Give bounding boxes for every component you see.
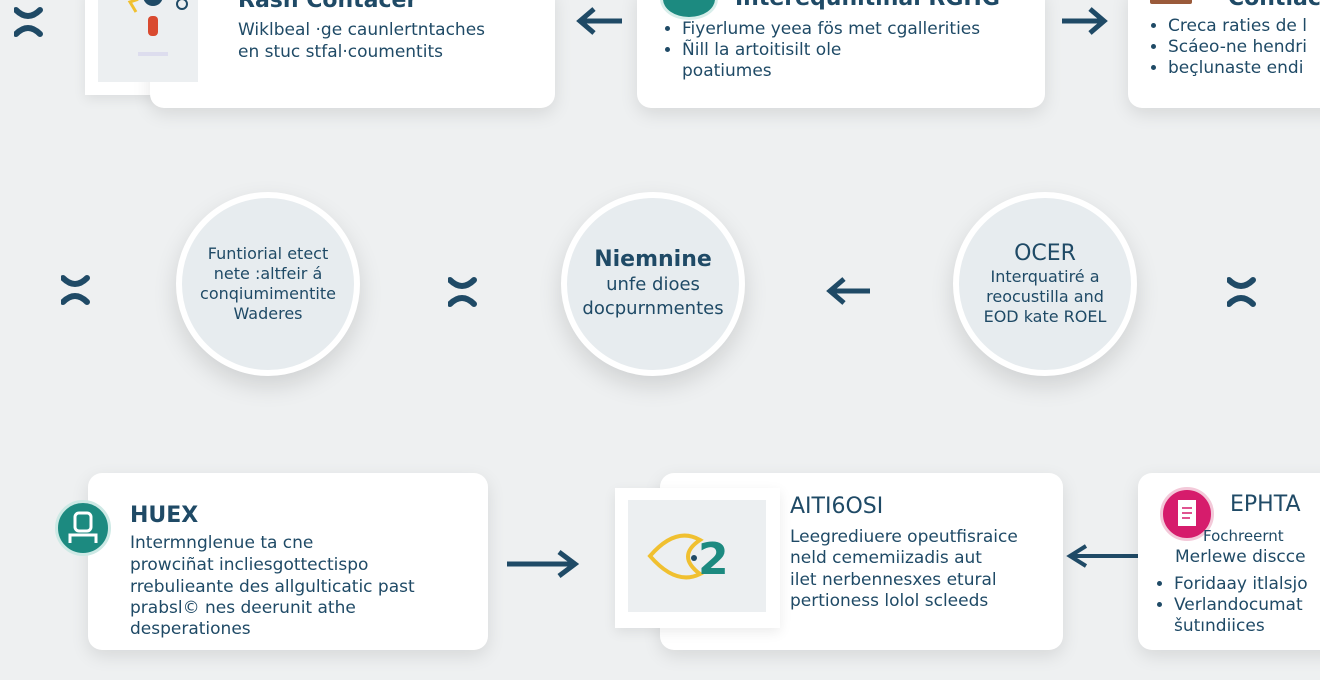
idea-person-icon	[127, 0, 188, 56]
clipboard-icon	[1160, 487, 1214, 541]
connector-icon	[61, 274, 91, 306]
card-text-line: Fochreernt	[1203, 527, 1284, 545]
circle-text: unfe dioes	[606, 274, 700, 295]
circle-text: Funtiorial etect	[207, 244, 329, 263]
step-circle-1[interactable]: Funtiorial etect nete :altfeir á conqium…	[176, 192, 360, 376]
card-bullets: Creca raties de l Scáeo-ne hendri beçlun…	[1152, 16, 1307, 79]
person-icon	[55, 500, 111, 556]
arrow-right-icon	[1062, 7, 1108, 35]
card-text-line: neld cememiizadis aut	[790, 548, 982, 568]
card-title: Contiac	[1228, 0, 1320, 11]
step-circle-3[interactable]: OCER Interquatiré a reocustilla and EOD …	[953, 192, 1137, 376]
bullet-item: beçlunaste endi	[1168, 58, 1307, 79]
card-illustration: 2	[628, 500, 766, 612]
bullet-item: Ñill la artoitisilt ole	[682, 40, 980, 61]
card-text-line: Intermnglenue ta cne	[130, 533, 314, 553]
card-bullets: Foridaay itlalsjo Verlandocumat šutındii…	[1158, 574, 1308, 637]
bullet-item: Creca raties de l	[1168, 16, 1307, 37]
bullet-item: Foridaay itlalsjo	[1174, 574, 1308, 595]
bullet-item: Scáeo-ne hendri	[1168, 37, 1307, 58]
card-rasn-contacer[interactable]	[150, 0, 555, 108]
card-contiac[interactable]	[1128, 0, 1320, 108]
card-text-line: rrebulieante des allgulticatic past	[130, 577, 415, 597]
card-text-line: Wiklbeal ·ge caunlertntaches	[238, 20, 486, 40]
circle-title: OCER	[1014, 241, 1076, 266]
card-text-line: Merlewe discce	[1175, 547, 1306, 567]
circle-text: reocustilla and	[986, 287, 1104, 306]
circle-title: Niemnine	[594, 247, 712, 272]
card-text-line: ilet nerbennesxes etural	[790, 570, 997, 590]
bullet-item: Verlandocumat	[1174, 595, 1308, 616]
circle-text: conqiumimentite	[200, 284, 336, 303]
eye-arrow-icon: 2	[647, 533, 729, 585]
card-text-line: desperationes	[130, 619, 251, 639]
circle-text: EOD kate ROEL	[983, 307, 1107, 326]
circle-text: Interquatiré a	[990, 267, 1100, 286]
connector-icon	[448, 276, 478, 308]
bullet-item: Fiyerlume yeea fös met cgallerities	[682, 19, 980, 40]
circle-text: docpurnmentes	[582, 298, 724, 319]
document-icon	[1150, 0, 1192, 4]
bullet-item: poatiumes	[682, 61, 772, 81]
circle-text: nete :altfeir á	[213, 264, 323, 283]
arrow-left-icon	[826, 277, 870, 305]
bullet-item: šutındiices	[1174, 616, 1265, 636]
step-circle-2[interactable]: Niemnine unfe dioes docpurnmentes	[561, 192, 745, 376]
arrow-right-icon	[507, 550, 579, 578]
card-title: Rasn Contacer	[238, 0, 418, 13]
card-huex[interactable]	[88, 473, 488, 650]
card-text-line: en stuc stfal·coumentits	[238, 42, 443, 62]
card-bullets: Fiyerlume yeea fös met cgallerities Ñill…	[666, 19, 980, 82]
card-interequnitinal[interactable]	[637, 0, 1045, 108]
card-title: Interequnitinal RGHG	[735, 0, 1000, 11]
connector-icon	[1227, 276, 1257, 308]
card-title: HUEX	[130, 503, 199, 528]
card-title: AITI6OSI	[790, 494, 884, 519]
card-illustration	[98, 0, 198, 82]
card-text-line: prabsl© nes deerunit athe	[130, 598, 356, 618]
arrow-left-icon	[1066, 544, 1138, 568]
arrow-left-icon	[576, 7, 622, 35]
card-title: EPHTA	[1230, 492, 1301, 517]
card-text-line: prowciñat incliesgottectispo	[130, 555, 369, 575]
svg-text:2: 2	[698, 534, 729, 585]
circle-text: Waderes	[233, 304, 303, 323]
card-text-line: pertioness lolol scleeds	[790, 591, 989, 611]
card-text-line: Leegrediuere opeutfisraice	[790, 527, 1018, 547]
connector-icon	[14, 6, 44, 38]
